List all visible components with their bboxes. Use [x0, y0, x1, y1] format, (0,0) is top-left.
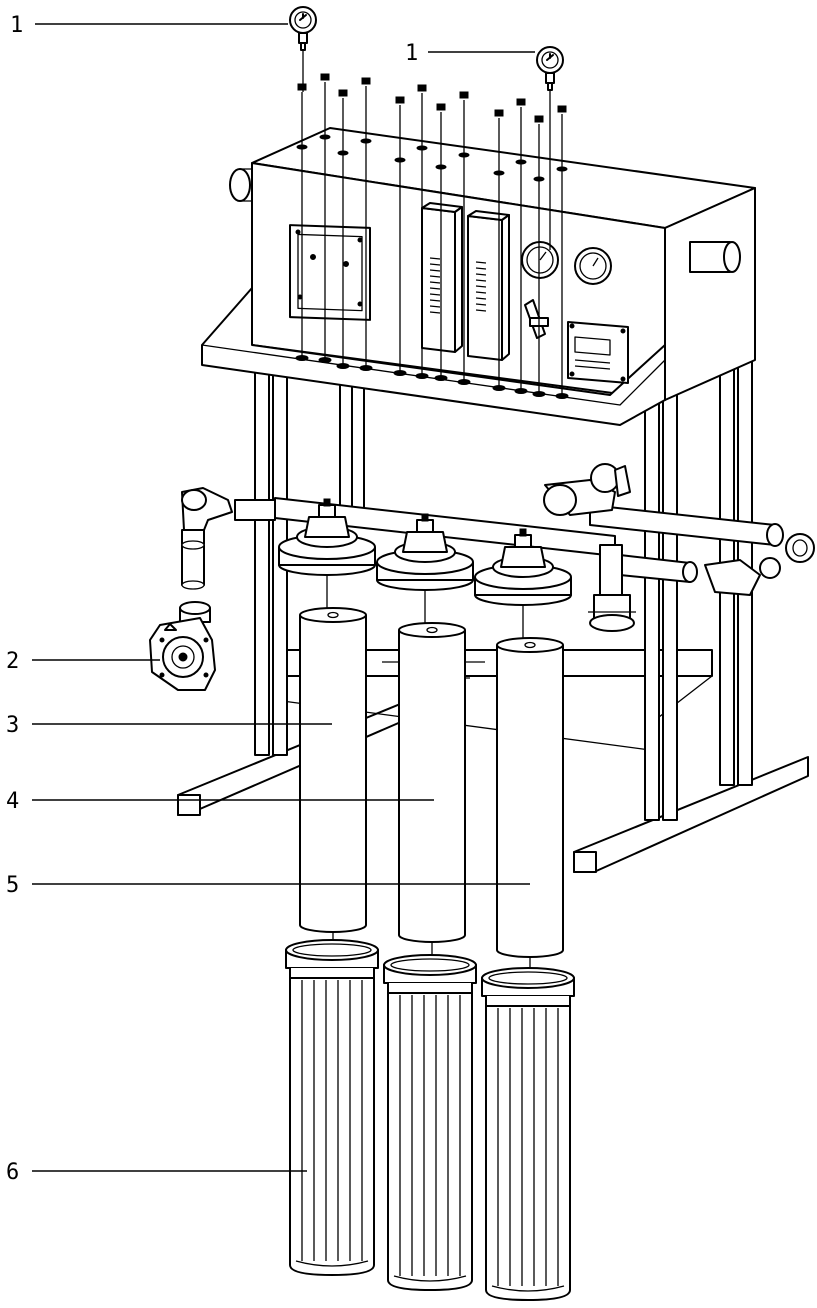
filter-assemblies	[285, 607, 575, 1301]
washer-icon	[533, 176, 545, 182]
cartridge-core	[524, 641, 536, 649]
housing-icon	[285, 939, 379, 1276]
housing-base-curve	[295, 1260, 369, 1267]
callout-6-label: 6	[6, 1160, 19, 1185]
washer-icon	[296, 144, 308, 150]
callout-4-label: 4	[6, 789, 19, 814]
cartridge-body	[496, 645, 564, 958]
cartridge-top	[299, 607, 367, 623]
housing-opening	[488, 971, 568, 985]
bolt-head-icon	[320, 73, 330, 81]
head-plug	[318, 504, 336, 518]
cartridge-top	[496, 637, 564, 653]
washer-icon	[435, 164, 447, 170]
head-port	[304, 516, 350, 538]
head-plug	[514, 534, 532, 548]
head-plug	[416, 519, 434, 533]
nut-icon	[359, 365, 373, 371]
cartridge-core	[426, 626, 438, 634]
washer-icon	[337, 150, 349, 156]
nut-icon	[295, 355, 309, 361]
pressure-gauge-right	[536, 46, 564, 91]
head-vent	[519, 528, 527, 537]
bolt-head-icon	[417, 84, 427, 92]
washer-icon	[493, 170, 505, 176]
housing-base-curve	[491, 1285, 565, 1292]
bolt-head-icon	[338, 89, 348, 97]
washer-icon	[416, 145, 428, 151]
cartridge-body	[398, 630, 466, 943]
bolt-head-icon	[361, 77, 371, 85]
head-port	[500, 546, 546, 568]
nut-icon	[457, 379, 471, 385]
housing-opening	[390, 958, 470, 972]
washer-icon	[515, 159, 527, 165]
flowmeter-left	[421, 202, 463, 353]
filter-head	[474, 528, 572, 645]
washer-icon	[394, 157, 406, 163]
washer-icon	[556, 166, 568, 172]
head-vent	[323, 498, 331, 507]
nut-icon	[492, 385, 506, 391]
callout-leaders	[32, 23, 535, 1172]
washer-icon	[458, 152, 470, 158]
bolt-head-icon	[395, 96, 405, 104]
bolt-head-icon	[534, 115, 544, 123]
housing-body	[387, 983, 473, 1291]
washer-icon	[360, 138, 372, 144]
bolt-head-icon	[459, 91, 469, 99]
controller-display	[567, 321, 629, 384]
cartridge-core	[327, 611, 339, 619]
filter-heads	[278, 498, 572, 645]
pressure-gauge-left	[289, 6, 317, 51]
pump-icon	[149, 601, 216, 691]
callout-5-label: 5	[6, 873, 19, 898]
bolt-head-icon	[557, 105, 567, 113]
bolt-head-icon	[516, 98, 526, 106]
nut-icon	[393, 370, 407, 376]
bolt-head-icon	[297, 83, 307, 91]
nut-icon	[318, 357, 332, 363]
callout-labels: 1 1 2 3 4 5 6	[6, 13, 418, 1185]
cartridge-icon	[398, 622, 466, 965]
cartridge-icon	[496, 637, 564, 978]
housing-icon	[481, 967, 575, 1301]
housing-base-curve	[393, 1275, 467, 1282]
bolt-head-icon	[494, 109, 504, 117]
filter-head	[278, 498, 376, 615]
nut-icon	[555, 393, 569, 399]
housing-icon	[383, 954, 477, 1291]
callout-1b-label: 1	[405, 41, 418, 66]
housing-body	[289, 968, 375, 1276]
head-vent	[421, 513, 429, 522]
nut-icon	[415, 373, 429, 379]
housing-body	[485, 996, 571, 1301]
housing-opening	[292, 943, 372, 957]
nut-icon	[434, 375, 448, 381]
callout-1a-label: 1	[10, 13, 23, 38]
callout-2-label: 2	[6, 649, 19, 674]
flowmeter-right	[467, 210, 510, 361]
panel-gauge-right	[574, 247, 612, 285]
head-port	[402, 531, 448, 553]
cartridge-icon	[299, 607, 367, 950]
panel-gauge-left	[521, 241, 559, 279]
tie-rods	[295, 50, 569, 399]
filter-head	[376, 513, 474, 630]
nut-icon	[532, 391, 546, 397]
bolt-head-icon	[436, 103, 446, 111]
washer-icon	[319, 134, 331, 140]
callout-3-label: 3	[6, 713, 19, 738]
nut-icon	[336, 363, 350, 369]
cartridge-top	[398, 622, 466, 638]
nut-icon	[514, 388, 528, 394]
